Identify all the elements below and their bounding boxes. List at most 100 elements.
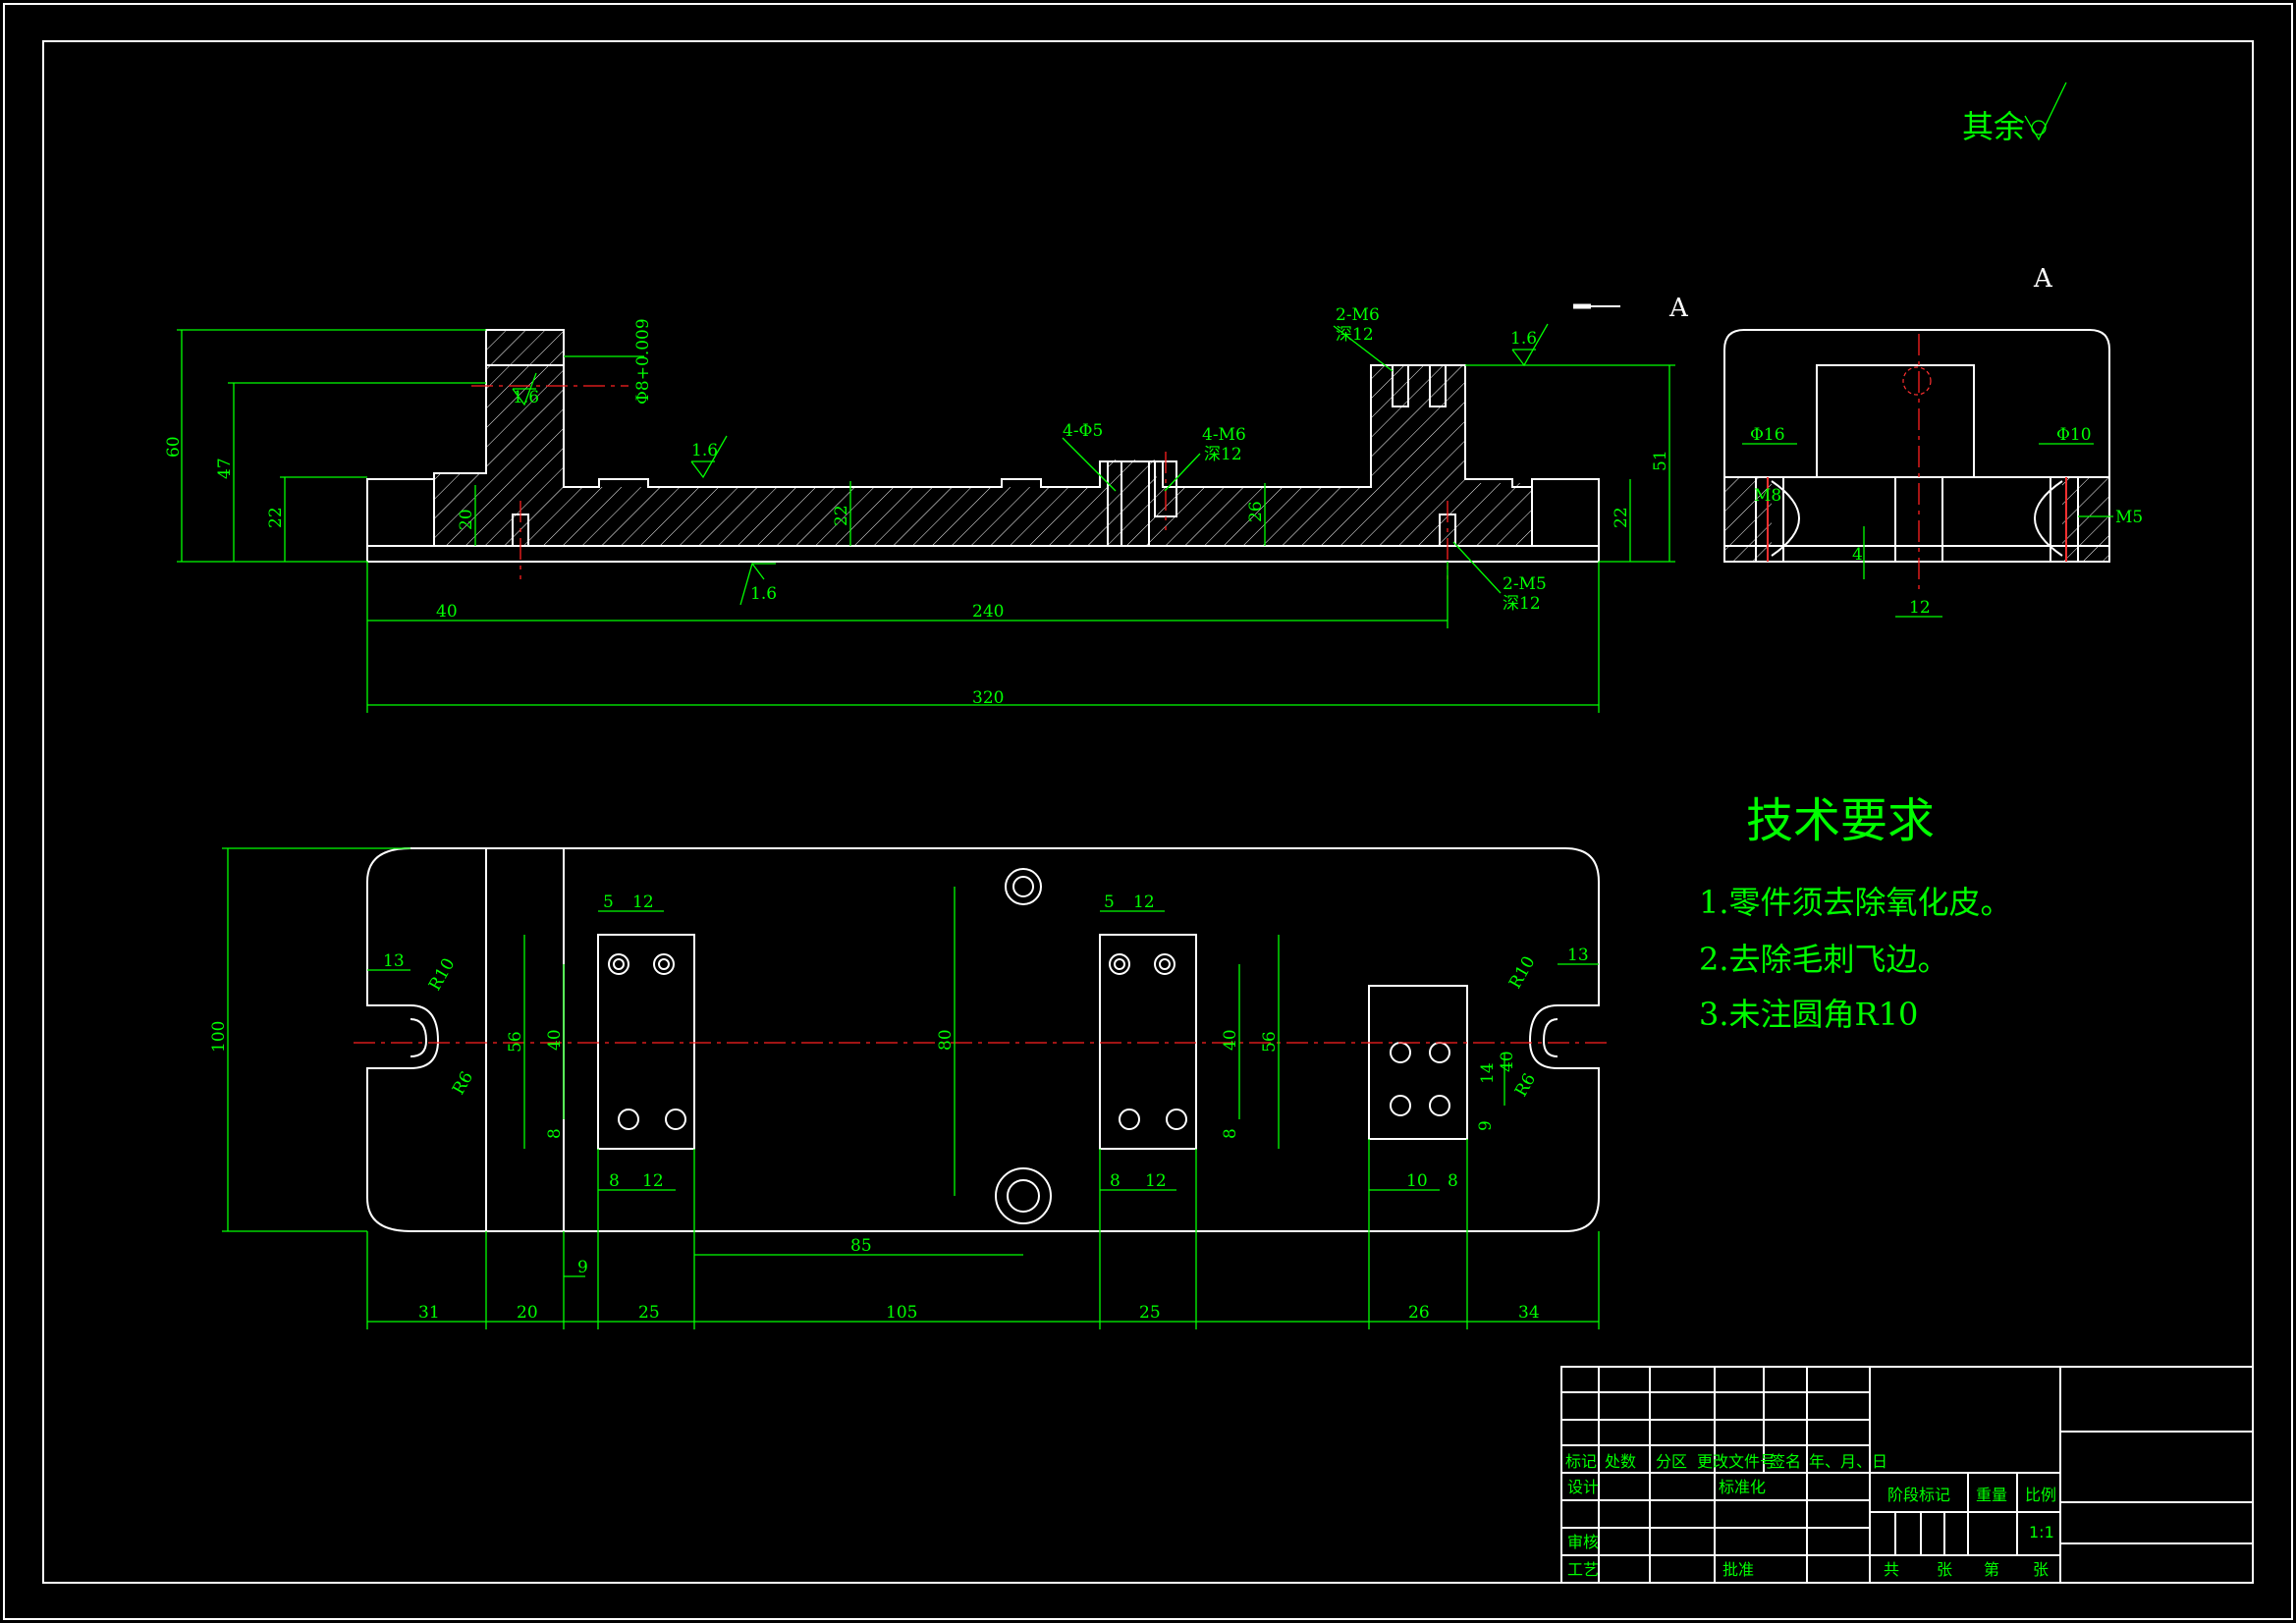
tb-stage-label: 阶段标记 (1887, 1486, 1950, 1504)
front-dim-47: 47 (215, 458, 235, 479)
top-dim-10: 10 (1406, 1171, 1428, 1191)
tb-header-zone: 分区 (1656, 1452, 1687, 1471)
side-dim-phi16: Φ16 (1750, 425, 1785, 445)
front-dim-240: 240 (972, 602, 1004, 622)
tech-req-item-3: 3.未注圆角R10 (1699, 996, 1918, 1033)
technical-requirements: 技术要求 1.零件须去除氧化皮。 2.去除毛刺飞边。 3.未注圆角R10 (1699, 793, 2012, 1033)
top-dim-12-b: 12 (642, 1171, 664, 1191)
hole-note-4phi5: 4-Φ5 (1063, 421, 1103, 441)
title-block: 标记 处数 分区 更改文件号 签名 年、月、日 设计 标准化 审核 工艺 批准 … (1560, 1366, 2254, 1584)
side-dim-4: 4 (1852, 545, 1863, 565)
front-dim-22-right: 22 (1612, 507, 1631, 528)
surface-note-label: 其余 (1962, 108, 2025, 145)
tb-header-doc: 更改文件号 (1697, 1452, 1776, 1471)
tb-row-standard: 标准化 (1719, 1478, 1766, 1496)
front-dim-22-mid: 22 (832, 505, 851, 526)
roughness-symbol-2: 1.6 (690, 435, 728, 479)
top-dim-13-left: 13 (383, 951, 405, 971)
section-view-label: A (2033, 264, 2053, 294)
top-dim-5-b: 5 (1104, 893, 1115, 912)
top-dim-26: 26 (1408, 1303, 1430, 1323)
surface-roughness-note: 其余 (1962, 81, 2067, 145)
counterbore-holes (995, 868, 1052, 1224)
tb-weight-label: 重量 (1976, 1486, 2007, 1504)
top-dim-85: 85 (850, 1236, 872, 1256)
top-dim-8-b: 8 (1110, 1171, 1121, 1191)
tb-row-design: 设计 (1567, 1478, 1599, 1496)
tech-req-item-2: 2.去除毛刺飞边。 (1699, 941, 1949, 978)
top-dim-100: 100 (209, 1021, 229, 1053)
front-dim-40: 40 (436, 602, 458, 622)
pad-left (597, 934, 695, 1150)
front-section-hatch (434, 330, 1532, 546)
inner-border (42, 40, 2254, 1584)
top-dim-25-right: 25 (1139, 1303, 1161, 1323)
hole-note-2m5: 2-M5 (1503, 574, 1547, 594)
svg-text:1.6: 1.6 (691, 441, 718, 460)
pad-holes (608, 953, 1450, 1130)
tb-header-mark: 标记 (1565, 1452, 1597, 1471)
tb-row-approve: 批准 (1722, 1560, 1754, 1579)
tech-req-title: 技术要求 (1746, 793, 1935, 848)
outer-border (3, 3, 2293, 1620)
top-dim-8-mid-v: 8 (1221, 1128, 1240, 1139)
top-dim-56-mid: 56 (1260, 1031, 1280, 1053)
top-dim-40-left: 40 (545, 1029, 565, 1051)
tb-sheet-number: 第 (1984, 1560, 1999, 1579)
top-dim-r6-right: R6 (1511, 1070, 1540, 1100)
top-dim-12-a: 12 (632, 893, 654, 912)
top-dim-12-c: 12 (1133, 893, 1155, 912)
pad-right (1368, 985, 1468, 1140)
tb-scale-value: 1:1 (2029, 1523, 2054, 1542)
front-view: 60 47 22 20 22 26 51 22 40 240 320 1.6 1… (164, 305, 1675, 713)
section-arrow-label: A (1668, 294, 1689, 323)
front-dim-60: 60 (164, 436, 184, 458)
top-dim-13-right: 13 (1567, 946, 1589, 965)
top-dim-25-left: 25 (638, 1303, 660, 1323)
top-dim-r10-left: R10 (425, 955, 460, 995)
roughness-symbol-1: 1.6 (512, 372, 539, 407)
top-dim-40-mid: 40 (1221, 1029, 1240, 1051)
top-dim-9-right-v: 9 (1476, 1120, 1496, 1131)
hole-note-2m6-depth: 深12 (1336, 325, 1374, 345)
side-dim-m5: M5 (2115, 508, 2143, 527)
side-outline (1723, 329, 2110, 563)
tb-sheet-total-unit: 张 (1937, 1560, 1952, 1579)
tb-header-date: 年、月、日 (1809, 1452, 1887, 1471)
top-dim-9-bottom: 9 (577, 1258, 588, 1277)
top-dim-40-right: 40 (1498, 1051, 1517, 1072)
tb-row-process: 工艺 (1567, 1560, 1599, 1579)
side-dim-phi10: Φ10 (2056, 425, 2092, 445)
hole-note-4m6-depth: 深12 (1204, 445, 1242, 464)
tech-req-item-1: 1.零件须去除氧化皮。 (1699, 884, 2012, 921)
pad-middle (1099, 934, 1197, 1150)
front-dim-51: 51 (1651, 450, 1670, 471)
top-dim-r6-left: R6 (449, 1068, 477, 1098)
top-dim-5-a: 5 (603, 893, 614, 912)
roughness-symbol-4: 1.6 (739, 562, 777, 606)
front-dim-22-left: 22 (266, 507, 286, 528)
top-dim-8-right: 8 (1448, 1171, 1458, 1191)
tb-header-sign: 签名 (1770, 1452, 1801, 1471)
tb-header-count: 处数 (1605, 1452, 1636, 1471)
top-dim-34: 34 (1518, 1303, 1540, 1323)
top-dim-8-a: 8 (609, 1171, 620, 1191)
top-outline (366, 847, 1600, 1232)
top-dim-14: 14 (1478, 1062, 1498, 1084)
top-view: 100 13 R10 R6 5 12 56 40 8 8 12 80 5 12 … (209, 847, 1611, 1329)
svg-text:1.6: 1.6 (750, 584, 777, 604)
front-dim-26: 26 (1246, 501, 1266, 522)
svg-text:1.6: 1.6 (1510, 329, 1537, 349)
top-dim-105: 105 (886, 1303, 917, 1323)
side-view: Φ16 M8 Φ10 M5 4 12 (1723, 329, 2143, 618)
fit-note: Φ8+0.009 (633, 318, 653, 405)
top-dim-8-left-v: 8 (545, 1128, 565, 1139)
hole-note-4m6: 4-M6 (1202, 425, 1246, 445)
top-dim-r10-right: R10 (1505, 953, 1540, 993)
front-dim-320: 320 (972, 688, 1004, 708)
tb-sheet-total: 共 (1884, 1560, 1899, 1579)
tb-sheet-number-unit: 张 (2033, 1560, 2049, 1579)
top-dim-20: 20 (517, 1303, 538, 1323)
top-dim-12-d: 12 (1145, 1171, 1167, 1191)
